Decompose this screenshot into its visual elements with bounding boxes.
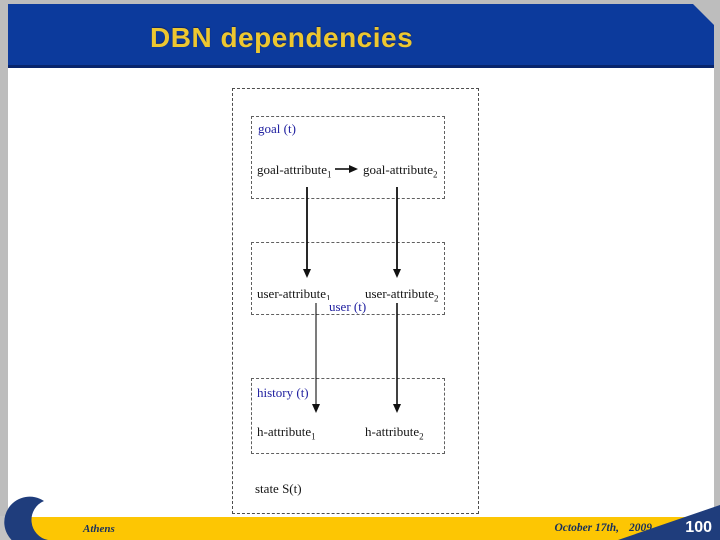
user-box-label: user (t) (326, 300, 370, 314)
footer-date: October 17th,2009 (554, 522, 652, 534)
footer-bar (28, 517, 720, 540)
header-bar: DBN dependencies (8, 4, 714, 68)
history-box-label: history (t) (257, 385, 309, 400)
user-box (251, 242, 445, 315)
user-attribute-1-label: user-attribute1 (257, 286, 331, 304)
footer-date-text: October 17th, (554, 522, 619, 534)
goal-box (251, 116, 445, 199)
user-attribute-2-label: user-attribute2 (365, 286, 439, 304)
history-box (251, 378, 445, 454)
h-attribute-2-label: h-attribute2 (365, 424, 424, 442)
state-label: state S(t) (255, 481, 302, 496)
crescent-icon (4, 496, 48, 540)
goal-attribute-1-label: goal-attribute1 (257, 162, 332, 180)
h-attribute-1-label: h-attribute1 (257, 424, 316, 442)
page-title: DBN dependencies (150, 22, 414, 53)
goal-attribute-2-label: goal-attribute2 (363, 162, 438, 180)
goal-box-label: goal (t) (258, 121, 296, 136)
diagram-outer-box (232, 88, 479, 514)
footer-venue: Athens (83, 523, 115, 535)
slide-number: 100 (685, 519, 712, 536)
